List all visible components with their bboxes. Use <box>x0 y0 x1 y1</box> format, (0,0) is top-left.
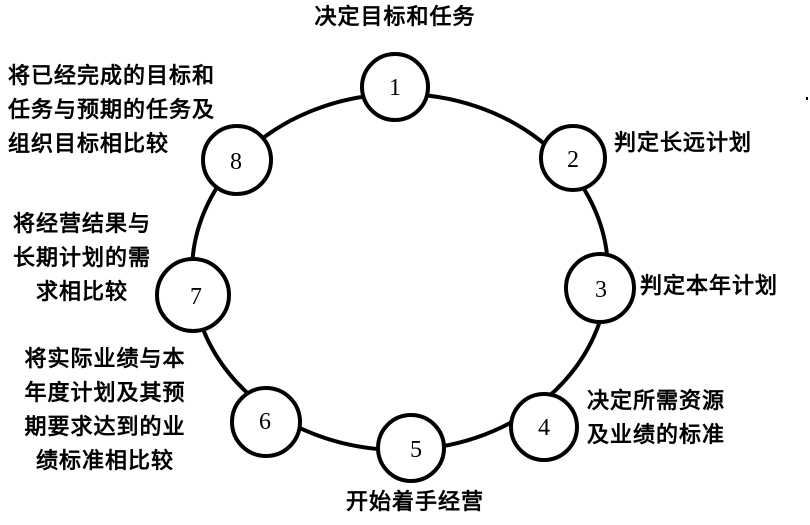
node-circle-3 <box>564 252 636 324</box>
label-line: 将经营结果与 <box>12 212 151 237</box>
label-line: 绩标准相比较 <box>35 449 174 474</box>
label-line: 决定目标和任务 <box>314 5 476 30</box>
node-label-4: 决定所需资源 及业绩的标准 <box>587 385 725 453</box>
node-label-2: 判定长远计划 <box>614 127 752 161</box>
node-label-3: 判定本年计划 <box>640 270 778 304</box>
label-line: 决定所需资源 <box>587 389 726 414</box>
node-4: 4 <box>509 392 579 462</box>
node-circle-6 <box>230 386 302 458</box>
label-line: 判定本年计划 <box>640 274 779 299</box>
node-circle-1 <box>360 52 430 122</box>
node-label-7: 将经营结果与 长期计划的需 求相比较 <box>0 208 164 310</box>
node-circle-2 <box>539 124 607 192</box>
node-number-7: 7 <box>190 284 202 310</box>
label-line: 长期计划的需 <box>12 246 151 271</box>
label-line: 任务与预期的任务及 <box>8 98 216 123</box>
node-number-1: 1 <box>389 75 401 101</box>
node-circle-8 <box>201 124 273 196</box>
label-line: 将实际业绩与本 <box>24 347 186 372</box>
label-line: 期要求达到的业 <box>24 415 186 440</box>
node-number-2: 2 <box>567 147 579 173</box>
node-label-5: 开始着手经营 <box>330 486 500 520</box>
label-line: 组织目标相比较 <box>8 132 170 157</box>
label-line: 年度计划及其预 <box>24 381 186 406</box>
label-line: 判定长远计划 <box>614 131 753 156</box>
node-3: 3 <box>564 252 636 324</box>
node-number-5: 5 <box>410 437 422 463</box>
label-line: 将已经完成的目标和 <box>8 64 216 89</box>
node-circle-5 <box>376 413 446 483</box>
node-label-1: 决定目标和任务 <box>302 1 488 35</box>
node-6: 6 <box>230 386 302 458</box>
node-label-6: 将实际业绩与本 年度计划及其预 期要求达到的业 绩标准相比较 <box>10 343 200 479</box>
node-number-6: 6 <box>259 409 271 435</box>
node-1: 1 <box>360 52 430 122</box>
stray-mark <box>806 97 808 100</box>
node-circle-4 <box>509 392 579 462</box>
node-number-4: 4 <box>538 415 550 441</box>
node-number-3: 3 <box>595 277 607 303</box>
node-8: 8 <box>201 124 273 196</box>
node-5: 5 <box>376 413 446 483</box>
label-line: 求相比较 <box>35 280 128 305</box>
node-2: 2 <box>539 124 607 192</box>
node-number-8: 8 <box>230 149 242 175</box>
node-7: 7 <box>155 257 231 333</box>
node-label-8: 将已经完成的目标和 任务与预期的任务及 组织目标相比较 <box>8 60 215 162</box>
node-circle-7 <box>155 257 231 333</box>
label-line: 开始着手经营 <box>345 490 484 515</box>
label-line: 及业绩的标准 <box>587 423 726 448</box>
